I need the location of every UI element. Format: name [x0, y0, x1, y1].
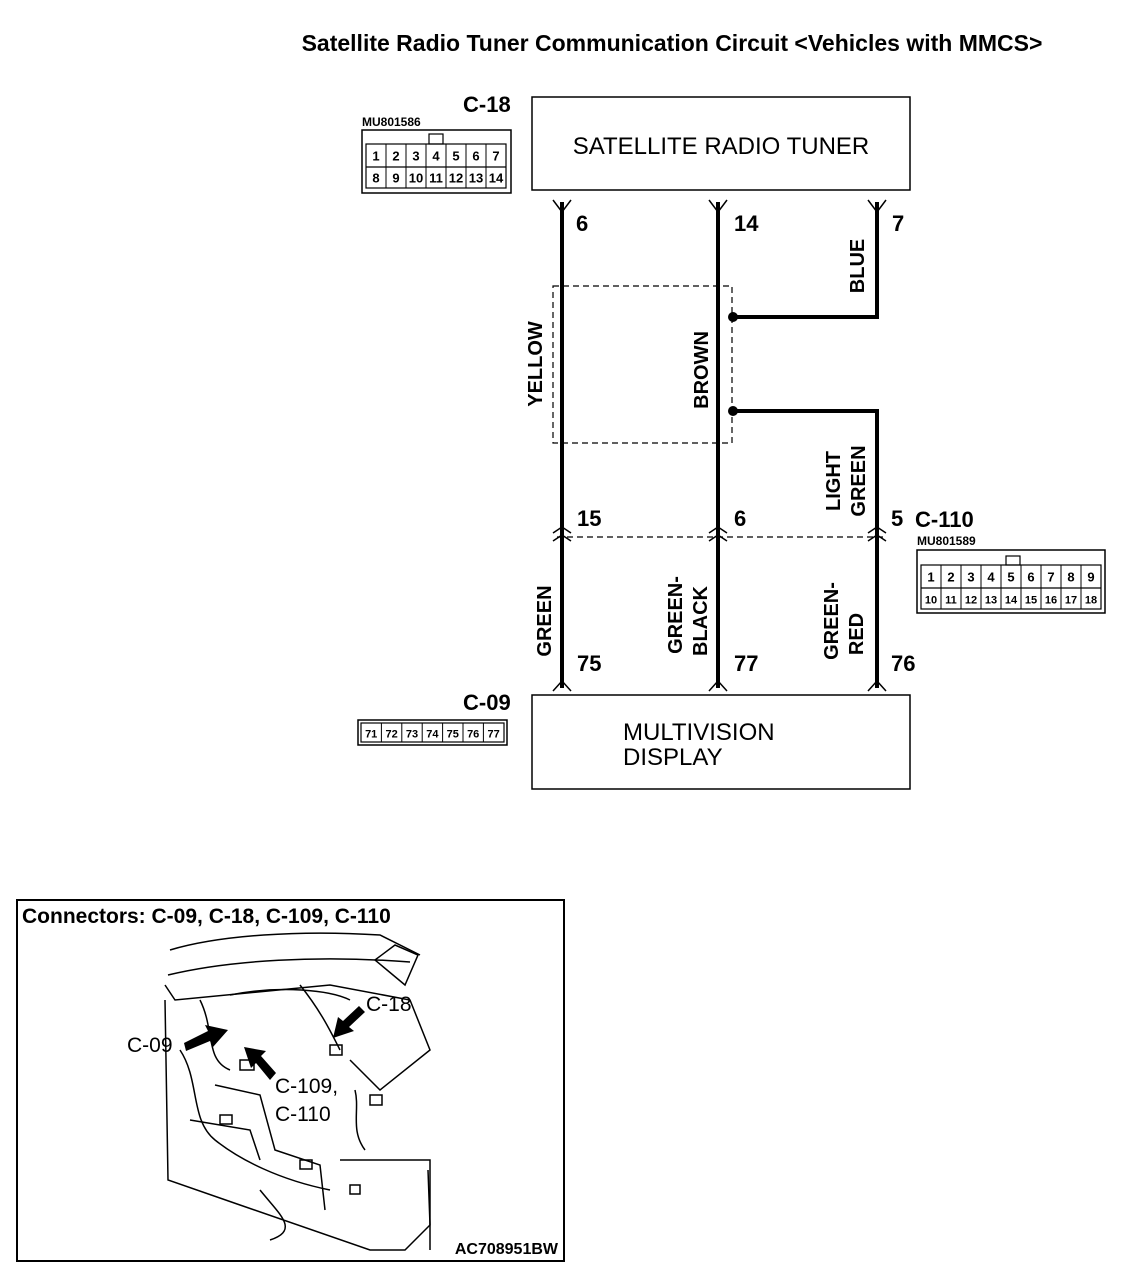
wire-color-blue: BLUE [847, 239, 869, 293]
connector-pin-cell: 8 [372, 171, 379, 186]
connector-pin-cell: 12 [449, 171, 463, 186]
connector-pin-cell: 9 [1087, 570, 1094, 585]
tuner-label: SATELLITE RADIO TUNER [573, 133, 870, 160]
pin-c18-6: 6 [576, 211, 588, 236]
connector-pin-cell: 5 [452, 149, 459, 164]
connector-pin-cell: 5 [1007, 570, 1014, 585]
wire-right [728, 199, 887, 692]
wire-color-yellow: YELLOW [525, 321, 547, 407]
connector-pin-cell: 12 [965, 595, 977, 607]
connector-pin-cell: 9 [392, 171, 399, 186]
wire-color-green-dash-2: GREEN- [821, 582, 843, 660]
connector-pin-cell: 15 [1025, 595, 1037, 607]
wire-color-light: LIGHT [823, 451, 845, 511]
pin-c09-76: 76 [891, 651, 915, 676]
connector-pin-cell: 1 [372, 149, 379, 164]
c18-part-number: MU801586 [362, 115, 421, 129]
wire-middle [708, 199, 728, 692]
shield-box [552, 285, 733, 444]
connector-pin-cell: 6 [1027, 570, 1034, 585]
connector-pin-cell: 2 [947, 570, 954, 585]
connector-pin-cell: 4 [432, 149, 440, 164]
connector-pin-cell: 72 [385, 729, 397, 741]
connector-pin-cell: 14 [1005, 595, 1018, 607]
wire-color-green-dash: GREEN- [665, 576, 687, 654]
connector-pin-cell: 7 [1047, 570, 1054, 585]
connector-pin-cell: 1 [927, 570, 934, 585]
connector-pin-cell: 3 [967, 570, 974, 585]
connector-pin-cell: 7 [492, 149, 499, 164]
location-label-c110: C-110 [275, 1103, 331, 1126]
connector-pin-cell: 6 [472, 149, 479, 164]
connector-pin-cell: 76 [467, 729, 479, 741]
arrow-c09-icon [184, 1025, 228, 1051]
display-label-line2: DISPLAY [623, 744, 723, 771]
diagram-title: Satellite Radio Tuner Communication Circ… [302, 30, 1043, 56]
wire-color-green: GREEN [534, 585, 556, 656]
wire-color-brown: BROWN [691, 331, 713, 409]
connector-pin-cell: 74 [426, 729, 439, 741]
pin-c09-75: 75 [577, 651, 601, 676]
location-label-c109: C-109, [275, 1075, 338, 1098]
pin-c110-6: 6 [734, 506, 746, 531]
location-label-c18: C-18 [366, 993, 412, 1016]
connector-pin-cell: 11 [429, 171, 443, 186]
connector-pin-cell: 8 [1067, 570, 1074, 585]
connector-pin-cell: 13 [469, 171, 483, 186]
connector-pin-cell: 18 [1085, 595, 1097, 607]
pin-c09-77: 77 [734, 651, 758, 676]
connector-pin-cell: 10 [409, 171, 423, 186]
wire-color-light-green: GREEN [848, 445, 870, 516]
connector-pin-cell: 71 [365, 729, 377, 741]
connector-pin-cell: 4 [987, 570, 995, 585]
wire-left [552, 199, 572, 692]
location-label-c09: C-09 [127, 1034, 173, 1057]
wire-color-red: RED [846, 613, 868, 655]
c18-connector-id: C-18 [463, 92, 511, 117]
arrow-c18-icon [333, 1006, 365, 1038]
c110-part-number: MU801589 [917, 534, 976, 548]
connector-pin-cell: 13 [985, 595, 997, 607]
illustration-code: AC708951BW [455, 1241, 559, 1258]
connector-pin-cell: 2 [392, 149, 399, 164]
connector-pin-cell: 77 [487, 729, 499, 741]
pin-c18-7: 7 [892, 211, 904, 236]
pin-c18-14: 14 [734, 211, 759, 236]
satellite-radio-tuner: SATELLITE RADIO TUNER [531, 96, 911, 191]
arrow-c109-icon [244, 1047, 276, 1080]
pin-c110-15: 15 [577, 506, 601, 531]
connector-pin-cell: 14 [489, 171, 504, 186]
wire-color-black: BLACK [690, 585, 712, 656]
connector-pin-cell: 75 [447, 729, 459, 741]
location-title: Connectors: C-09, C-18, C-109, C-110 [22, 905, 391, 928]
connector-pin-cell: 17 [1065, 595, 1077, 607]
multivision-display: MULTIVISION DISPLAY [531, 694, 911, 790]
pin-c110-5: 5 [891, 506, 903, 531]
connector-pin-cell: 73 [406, 729, 418, 741]
c110-connector-id: C-110 [915, 507, 974, 532]
c09-connector-face: 71 72 73 74 75 76 77 [357, 719, 508, 746]
display-label-line1: MULTIVISION [623, 719, 775, 746]
splice-point-blue [728, 312, 738, 322]
c09-connector-id: C-09 [463, 690, 511, 715]
connector-pin-cell: 3 [412, 149, 419, 164]
connector-pin-cell: 10 [925, 595, 937, 607]
splice-point-light-green [728, 406, 738, 416]
connector-pin-cell: 11 [945, 595, 957, 607]
connector-location-panel: Connectors: C-09, C-18, C-109, C-110 [16, 899, 565, 1262]
connector-pin-cell: 16 [1045, 595, 1057, 607]
